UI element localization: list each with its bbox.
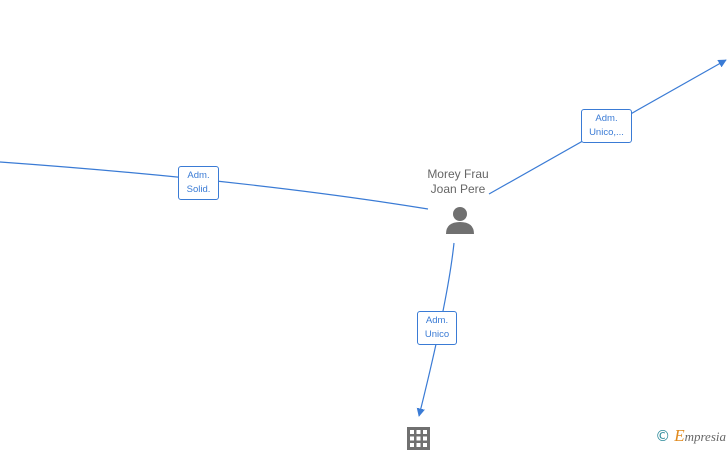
person-name[interactable]: Morey Frau Joan Pere bbox=[398, 167, 518, 197]
edge-label-down[interactable]: Adm. Unico bbox=[417, 311, 457, 345]
edge-label-down-line1: Adm. bbox=[425, 315, 449, 326]
edge-label-right-line1: Adm. bbox=[595, 113, 618, 124]
edge-label-right[interactable]: Adm. Unico,... bbox=[581, 109, 632, 143]
edge-label-left-line1: Adm. bbox=[187, 170, 210, 181]
logo-initial: E bbox=[674, 426, 685, 445]
empresia-watermark: © Empresia bbox=[655, 426, 726, 446]
building-icon[interactable] bbox=[407, 427, 430, 450]
empresia-logo: Empresia bbox=[674, 426, 726, 446]
person-icon[interactable] bbox=[445, 205, 475, 235]
person-name-line2: Joan Pere bbox=[430, 182, 486, 196]
edge-line-left bbox=[0, 161, 429, 210]
edge-label-left[interactable]: Adm. Solid. bbox=[178, 166, 219, 200]
edge-label-down-line2: Unico bbox=[424, 329, 450, 340]
copyright-symbol: © bbox=[655, 427, 671, 445]
edge-label-right-line2: Unico,... bbox=[589, 127, 624, 138]
edge-label-left-line2: Solid. bbox=[186, 184, 211, 195]
person-name-line1: Morey Frau bbox=[427, 167, 489, 181]
logo-rest: mpresia bbox=[684, 429, 726, 444]
